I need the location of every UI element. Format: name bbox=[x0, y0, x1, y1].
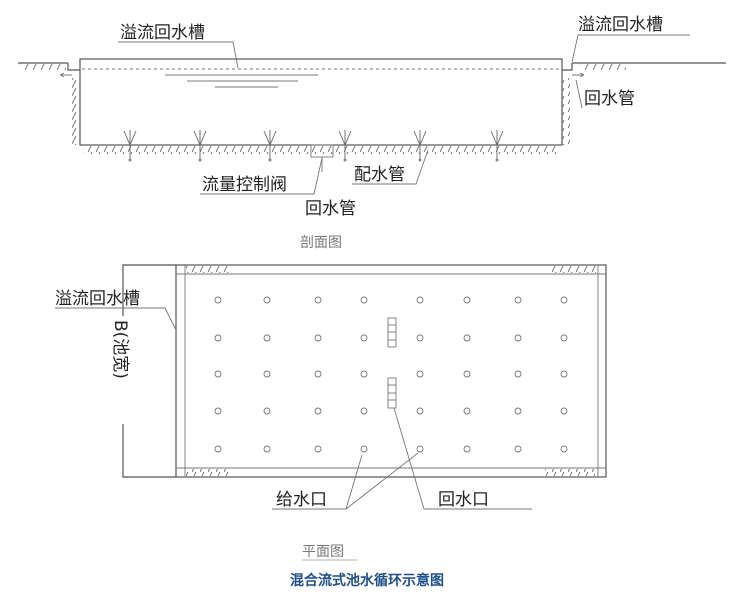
inlet-circle bbox=[416, 445, 424, 453]
inlet-circle bbox=[463, 296, 471, 304]
hatch bbox=[186, 266, 232, 273]
return-arrow-left bbox=[59, 72, 72, 78]
label-outlet: 回水口 bbox=[438, 490, 489, 510]
leader-outlet bbox=[393, 407, 532, 510]
nozzle-icon bbox=[413, 130, 427, 162]
hatch bbox=[186, 469, 232, 476]
label-return-pipe-bottom: 回水管 bbox=[305, 199, 356, 219]
ground-hatch-right bbox=[580, 64, 626, 70]
leader-return-right bbox=[575, 79, 583, 109]
inlet-circle bbox=[214, 445, 222, 453]
section-view-title: 剖面图 bbox=[300, 235, 342, 251]
inlet-circle bbox=[463, 445, 471, 453]
inlet-circle bbox=[560, 370, 568, 378]
plan-view: 溢流回水槽 B(池宽) 给水口 回水口 平面图 bbox=[55, 264, 607, 561]
hatch bbox=[550, 266, 596, 273]
inlet-circle bbox=[360, 296, 368, 304]
return-arrow-right bbox=[572, 72, 585, 78]
inlet-circle bbox=[416, 370, 424, 378]
inlet-circle bbox=[360, 445, 368, 453]
inlet-circle bbox=[514, 296, 522, 304]
section-view: 溢流回水槽 溢流回水槽 回水管 流量控制阀 配水管 回水管 剖面图 bbox=[18, 15, 726, 251]
inlet-circle bbox=[416, 407, 424, 415]
label-overflow-trough: 溢流回水槽 bbox=[55, 289, 140, 309]
distribution-nozzles bbox=[123, 130, 504, 162]
nozzle-icon bbox=[263, 130, 277, 162]
inlet-circle bbox=[560, 334, 568, 342]
wall-hatch-right bbox=[562, 78, 570, 145]
dimension-gap bbox=[112, 316, 134, 424]
leader-overflow-left bbox=[118, 41, 239, 69]
inlet-circle bbox=[263, 407, 271, 415]
inlet-circle bbox=[314, 370, 322, 378]
plan-view-title: 平面图 bbox=[302, 544, 344, 560]
figure-caption: 混合流式池水循环示意图 bbox=[290, 572, 444, 589]
inlet-circle bbox=[463, 334, 471, 342]
inlet-circle bbox=[560, 407, 568, 415]
label-overflow-trough-left: 溢流回水槽 bbox=[120, 23, 205, 43]
inlet-circle bbox=[214, 334, 222, 342]
inlet-circle bbox=[560, 445, 568, 453]
inlet-circle bbox=[463, 370, 471, 378]
inlet-grid bbox=[214, 296, 568, 453]
label-return-pipe-right: 回水管 bbox=[584, 89, 635, 109]
inlet-circle bbox=[514, 370, 522, 378]
trough-left bbox=[67, 63, 80, 71]
pool-plan bbox=[175, 264, 607, 478]
inlet-circle bbox=[360, 334, 368, 342]
inlet-circle bbox=[360, 407, 368, 415]
inlet-circle bbox=[314, 334, 322, 342]
inlet-circle bbox=[314, 407, 322, 415]
ground-hatch-left bbox=[20, 64, 66, 70]
leader-inlet bbox=[272, 452, 419, 510]
inlet-circle bbox=[214, 296, 222, 304]
inlet-circle bbox=[514, 407, 522, 415]
inlet-circle bbox=[314, 445, 322, 453]
inlet-circle bbox=[416, 334, 424, 342]
leader-distribution bbox=[352, 149, 429, 185]
floor-hatch bbox=[84, 146, 560, 154]
inlet-circle bbox=[263, 445, 271, 453]
inlet-circle bbox=[416, 296, 424, 304]
inlet-circle bbox=[214, 407, 222, 415]
label-inlet: 给水口 bbox=[276, 490, 327, 510]
inlet-circle bbox=[514, 445, 522, 453]
outlet-lower bbox=[387, 377, 397, 409]
nozzle-icon bbox=[193, 130, 207, 162]
label-distribution-pipe: 配水管 bbox=[354, 165, 405, 185]
hatch bbox=[545, 469, 595, 476]
nozzle-icon bbox=[123, 130, 137, 162]
leader-overflow-right bbox=[571, 34, 690, 63]
leader-valve bbox=[200, 157, 323, 195]
inlet-circle bbox=[263, 296, 271, 304]
nozzle-icon bbox=[338, 130, 352, 162]
inlet-circle bbox=[560, 296, 568, 304]
inlet-circle bbox=[263, 334, 271, 342]
pool-section bbox=[79, 58, 563, 146]
wall-hatch-left bbox=[72, 78, 80, 145]
trough-right bbox=[562, 63, 573, 71]
inlet-circle bbox=[463, 407, 471, 415]
label-pool-width: B(池宽) bbox=[110, 320, 130, 379]
leader-overflow-plan bbox=[55, 307, 177, 331]
nozzle-icon bbox=[490, 130, 504, 162]
outlet-upper bbox=[387, 317, 397, 348]
inlet-circle bbox=[263, 370, 271, 378]
inlet-circle bbox=[314, 296, 322, 304]
label-overflow-trough-right: 溢流回水槽 bbox=[578, 15, 663, 35]
label-flow-control-valve: 流量控制阀 bbox=[202, 175, 287, 195]
inlet-circle bbox=[514, 334, 522, 342]
inlet-circle bbox=[360, 370, 368, 378]
inlet-circle bbox=[214, 370, 222, 378]
